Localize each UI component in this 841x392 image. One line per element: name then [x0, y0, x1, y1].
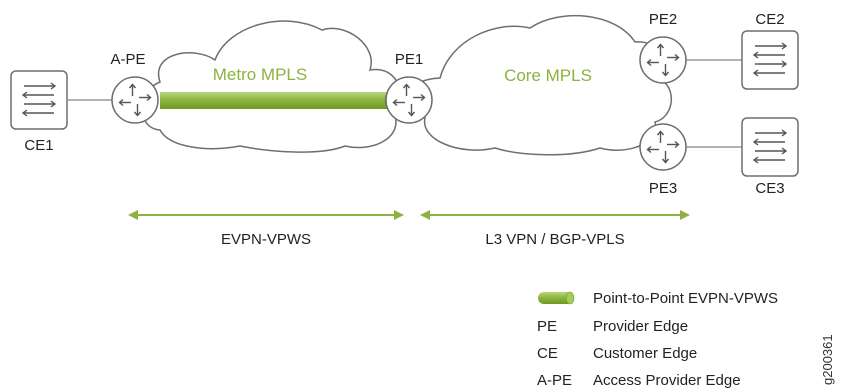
- legend-desc: Customer Edge: [593, 345, 697, 362]
- pe2-router-icon: [639, 36, 687, 84]
- pe2-label: PE2: [649, 11, 677, 28]
- core-mpls-label: Core MPLS: [504, 66, 592, 85]
- legend-desc: Access Provider Edge: [593, 372, 741, 389]
- legend-abbr: A-PE: [537, 372, 572, 389]
- pe1-label: PE1: [395, 51, 423, 68]
- l3vpn-span-label: L3 VPN / BGP-VPLS: [485, 231, 624, 248]
- legend-desc: Provider Edge: [593, 318, 688, 335]
- evpn-vpws-span-label: EVPN-VPWS: [221, 231, 311, 248]
- core-mpls-cloud: [404, 14, 673, 156]
- ce2-switch-icon: [741, 30, 799, 90]
- ce3-label: CE3: [755, 180, 784, 197]
- legend: Point-to-Point EVPN-VPWS PE Provider Edg…: [537, 290, 778, 389]
- ce1-switch-icon: [10, 70, 68, 130]
- metro-mpls-cloud: [141, 20, 402, 153]
- figure-id: g200361: [820, 334, 835, 385]
- ape-label: A-PE: [110, 51, 145, 68]
- pe1-router-icon: [385, 76, 433, 124]
- ce2-label: CE2: [755, 11, 784, 28]
- evpn-vpws-span-arrow: [128, 210, 404, 220]
- legend-pipe-icon: [538, 291, 575, 305]
- legend-abbr: CE: [537, 345, 558, 362]
- metro-mpls-label: Metro MPLS: [213, 65, 307, 84]
- evpn-vpws-pipe: [160, 91, 396, 110]
- legend-abbr: PE: [537, 318, 557, 335]
- ce1-label: CE1: [24, 137, 53, 154]
- pe3-router-icon: [639, 123, 687, 171]
- ape-router-icon: [111, 76, 159, 124]
- l3vpn-span-arrow: [420, 210, 690, 220]
- ce3-switch-icon: [741, 117, 799, 177]
- pe3-label: PE3: [649, 180, 677, 197]
- legend-pipe-label: Point-to-Point EVPN-VPWS: [593, 290, 778, 307]
